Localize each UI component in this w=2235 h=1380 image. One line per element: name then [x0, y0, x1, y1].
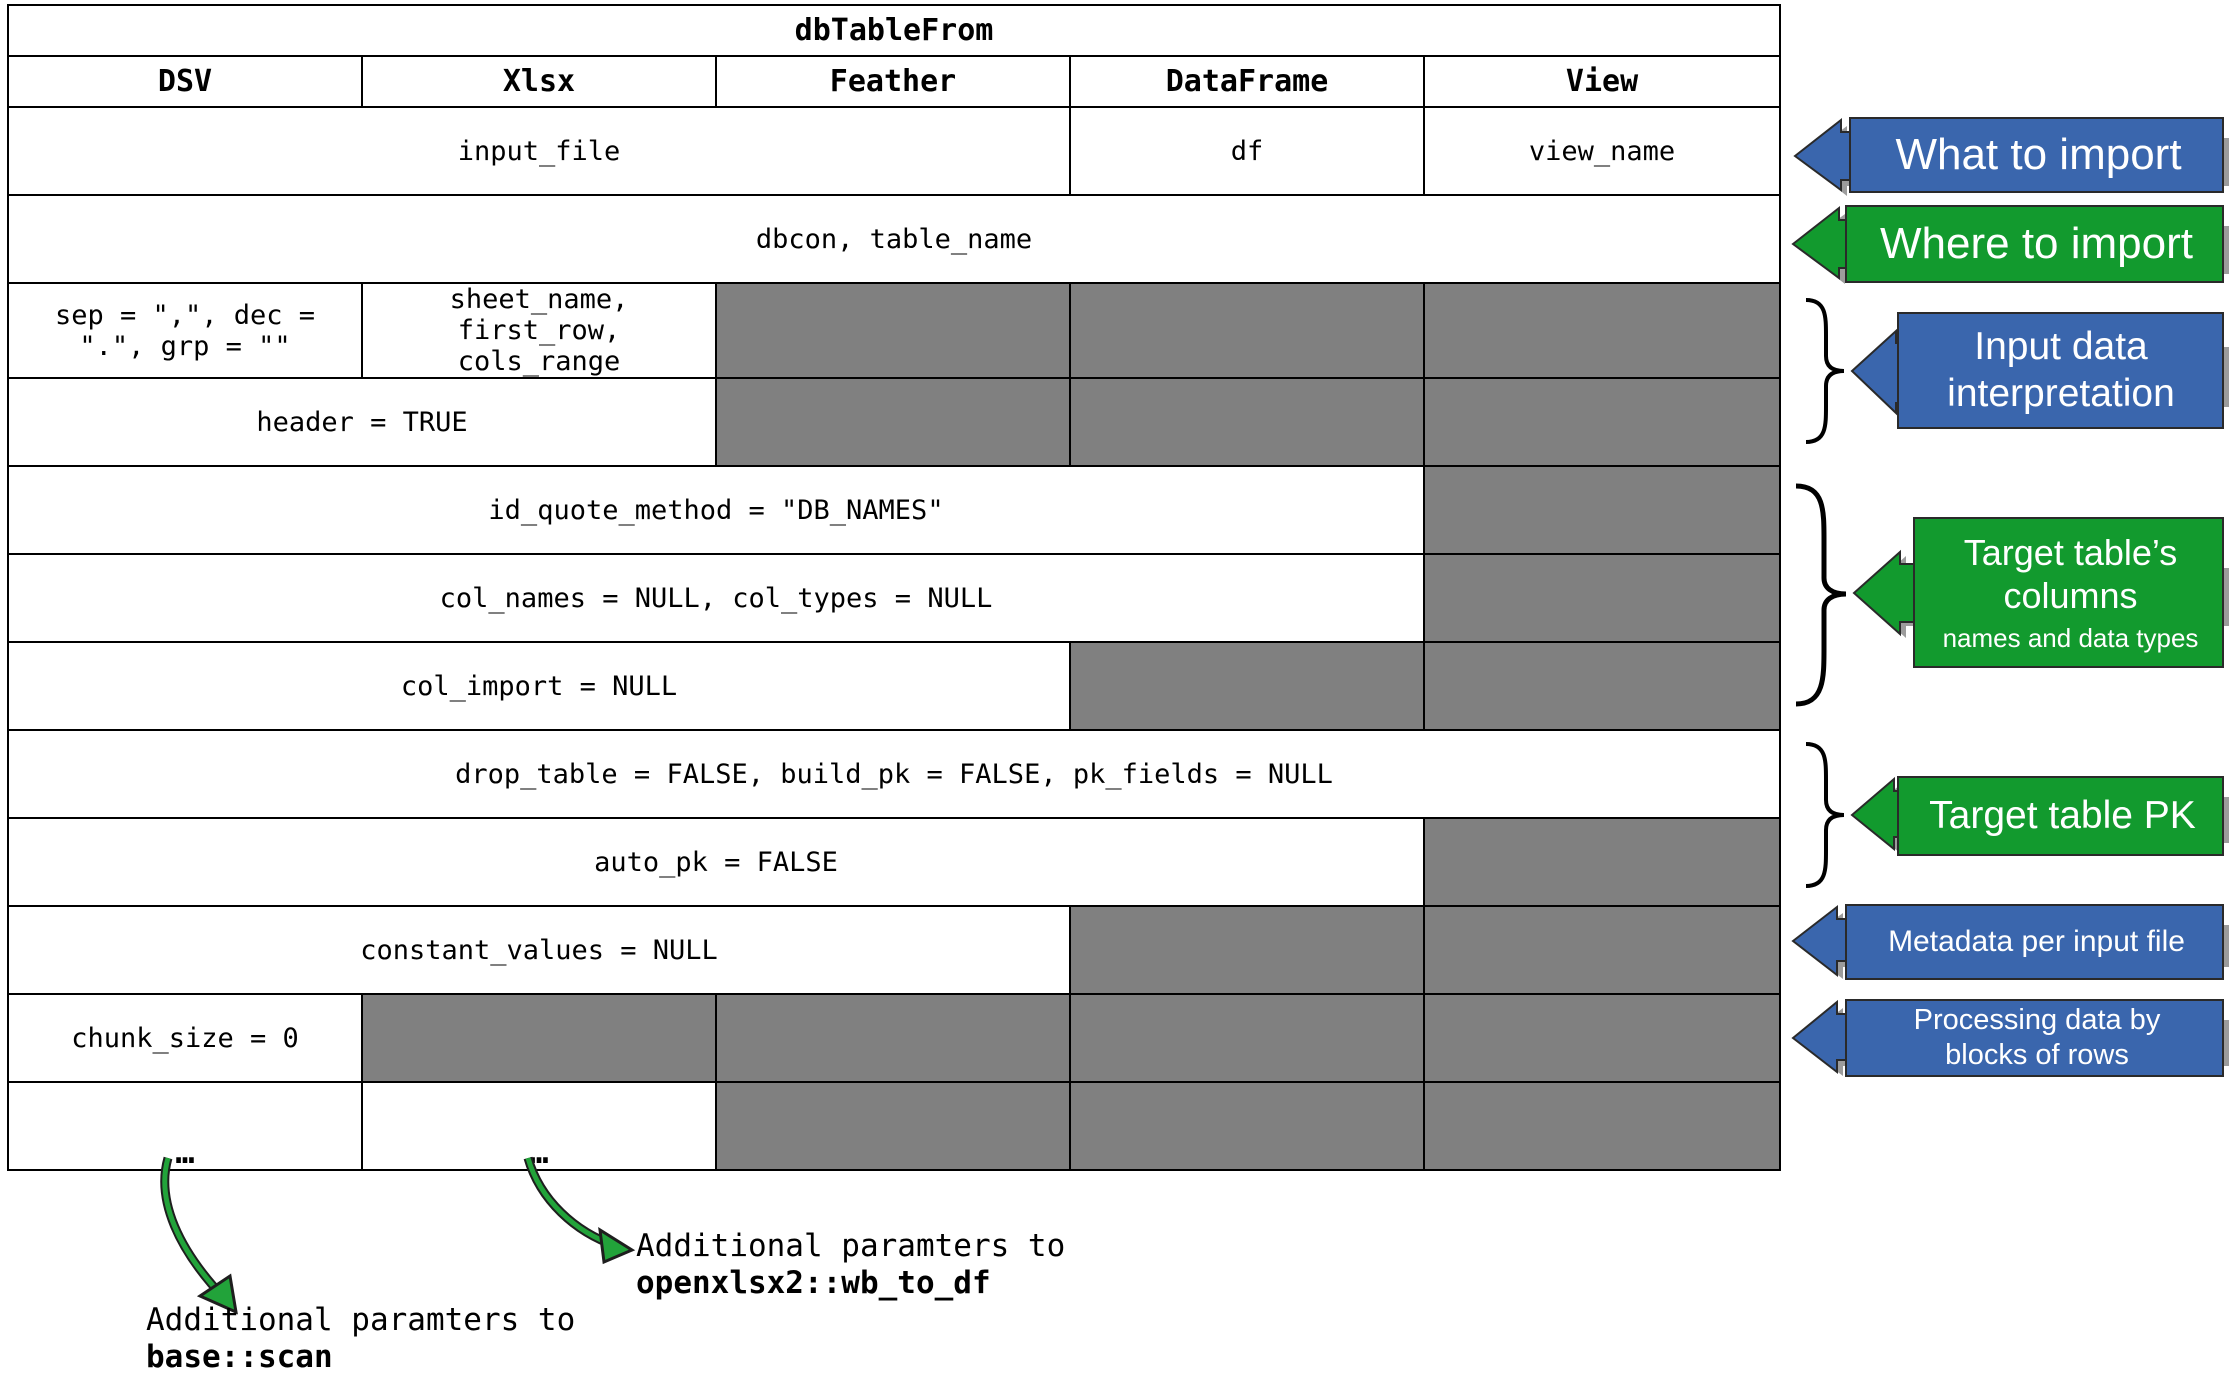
parameter-cell: id_quote_method = "DB_NAMES"	[7, 465, 1425, 555]
parameter-cell: sheet_name, first_row, cols_range	[361, 282, 717, 379]
callout-input-data-interpretation: Input data interpretation	[1850, 312, 2229, 432]
unavailable-cell	[715, 377, 1071, 467]
parameter-text: sheet_name, first_row, cols_range	[449, 284, 629, 377]
parameter-text: auto_pk = FALSE	[594, 846, 838, 878]
brace-input-interpretation	[1805, 298, 1845, 444]
note-xlsx: Additional paramters to openxlsx2::wb_to…	[636, 1228, 1065, 1302]
parameter-cell: chunk_size = 0	[7, 993, 363, 1083]
table-row: input_file df view_name	[7, 106, 1782, 196]
unavailable-cell	[1422, 993, 1782, 1083]
brace-target-columns	[1795, 483, 1847, 707]
parameter-text: dbcon, table_name	[755, 223, 1033, 255]
parameter-text: input_file	[457, 135, 621, 167]
callout-label: Metadata per input file	[1888, 925, 2185, 958]
unavailable-cell	[1422, 553, 1782, 643]
callout-target-columns: Target table’s columns names and data ty…	[1852, 517, 2229, 671]
note-dsv-prefix: Additional paramters to	[146, 1302, 576, 1338]
parameter-text: view_name	[1528, 135, 1676, 167]
table-row: col_names = NULL, col_types = NULL	[7, 553, 1782, 643]
callout-label: Target table PK	[1929, 793, 2196, 837]
parameter-text: sep = ",", dec = ".", grp = ""	[54, 299, 316, 362]
parameter-cell: col_import = NULL	[7, 641, 1071, 731]
callout-metadata-per-input-file: Metadata per input file	[1791, 904, 2229, 983]
parameter-text: df	[1230, 135, 1264, 167]
arrow-dsv-head	[196, 1273, 238, 1315]
parameter-text: constant_values = NULL	[360, 934, 718, 966]
note-dsv: Additional paramters to base::scan	[146, 1302, 575, 1376]
callout-subtitle: names and data types	[1942, 623, 2199, 654]
note-xlsx-prefix: Additional paramters to	[636, 1228, 1066, 1264]
ellipsis-text: …	[175, 1133, 195, 1170]
column-header-xlsx: Xlsx	[361, 55, 717, 108]
table-row: ……	[7, 1081, 1782, 1171]
unavailable-cell	[1422, 641, 1782, 731]
unavailable-cell	[1422, 377, 1782, 467]
parameter-cell: …	[361, 1081, 717, 1171]
unavailable-cell	[715, 1081, 1071, 1171]
table-row: col_import = NULL	[7, 641, 1782, 731]
callout-where-to-import: Where to import	[1791, 205, 2229, 286]
unavailable-cell	[361, 993, 717, 1083]
unavailable-cell	[1422, 1081, 1782, 1171]
unavailable-cell	[1422, 465, 1782, 555]
parameter-cell: auto_pk = FALSE	[7, 817, 1425, 907]
ellipsis-text: …	[529, 1133, 549, 1170]
callout-label: What to import	[1895, 129, 2182, 179]
table-row: drop_table = FALSE, build_pk = FALSE, pk…	[6, 729, 1782, 819]
table-row: id_quote_method = "DB_NAMES"	[7, 465, 1782, 555]
note-xlsx-function: openxlsx2::wb_to_df	[636, 1265, 991, 1301]
unavailable-cell	[1069, 905, 1425, 995]
column-header-dataframe: DataFrame	[1069, 55, 1425, 108]
note-dsv-function: base::scan	[146, 1339, 333, 1375]
unavailable-cell	[715, 993, 1071, 1083]
table-row: header = TRUE	[7, 377, 1782, 467]
parameter-cell: col_names = NULL, col_types = NULL	[7, 553, 1425, 643]
parameter-cell: drop_table = FALSE, build_pk = FALSE, pk…	[6, 729, 1782, 819]
brace-target-pk	[1805, 742, 1845, 888]
table-title: dbTableFrom	[6, 4, 1782, 57]
parameter-cell: df	[1069, 106, 1425, 196]
parameter-text: chunk_size = 0	[71, 1022, 299, 1054]
unavailable-cell	[1069, 641, 1425, 731]
unavailable-cell	[1069, 377, 1425, 467]
parameter-text: col_names = NULL, col_types = NULL	[439, 582, 993, 614]
column-header-feather: Feather	[715, 55, 1071, 108]
callout-what-to-import: What to import	[1793, 117, 2229, 197]
callout-processing-by-blocks: Processing data by blocks of rows	[1791, 999, 2229, 1080]
unavailable-cell	[1422, 282, 1782, 379]
callout-label: Where to import	[1880, 218, 2193, 268]
parameter-cell: …	[7, 1081, 363, 1171]
table-row: sep = ",", dec = ".", grp = "" sheet_name…	[7, 282, 1782, 379]
unavailable-cell	[1422, 817, 1782, 907]
column-header-view: View	[1422, 55, 1782, 108]
unavailable-cell	[1069, 282, 1425, 379]
parameter-cell: constant_values = NULL	[7, 905, 1071, 995]
arrow-xlsx-head	[598, 1227, 636, 1265]
parameter-text: col_import = NULL	[400, 670, 678, 702]
callout-label: Input data interpretation	[1947, 324, 2175, 415]
parameter-text: header = TRUE	[256, 406, 468, 438]
callout-label: Processing data by blocks of rows	[1913, 1004, 2161, 1071]
parameter-cell: header = TRUE	[7, 377, 717, 467]
parameter-text: id_quote_method = "DB_NAMES"	[488, 494, 944, 526]
parameter-cell: view_name	[1422, 106, 1782, 196]
parameter-table: dbTableFrom DSV Xlsx Feather DataFrame V…	[6, 4, 1782, 1171]
table-row: chunk_size = 0	[7, 993, 1782, 1083]
unavailable-cell	[715, 282, 1071, 379]
unavailable-cell	[1069, 1081, 1425, 1171]
parameter-cell: input_file	[7, 106, 1071, 196]
column-header-dsv: DSV	[7, 55, 363, 108]
callout-label: Target table’s columns names and data ty…	[1916, 518, 2225, 667]
unavailable-cell	[1069, 993, 1425, 1083]
unavailable-cell	[1422, 905, 1782, 995]
table-row: auto_pk = FALSE	[7, 817, 1782, 907]
parameter-cell: sep = ",", dec = ".", grp = ""	[7, 282, 363, 379]
callout-title: Target table’s columns	[1963, 531, 2178, 616]
parameter-cell: dbcon, table_name	[6, 194, 1782, 284]
table-row: constant_values = NULL	[7, 905, 1782, 995]
parameter-text: drop_table = FALSE, build_pk = FALSE, pk…	[455, 758, 1333, 790]
table-row: dbcon, table_name	[6, 194, 1782, 284]
callout-target-table-pk: Target table PK	[1850, 776, 2229, 859]
